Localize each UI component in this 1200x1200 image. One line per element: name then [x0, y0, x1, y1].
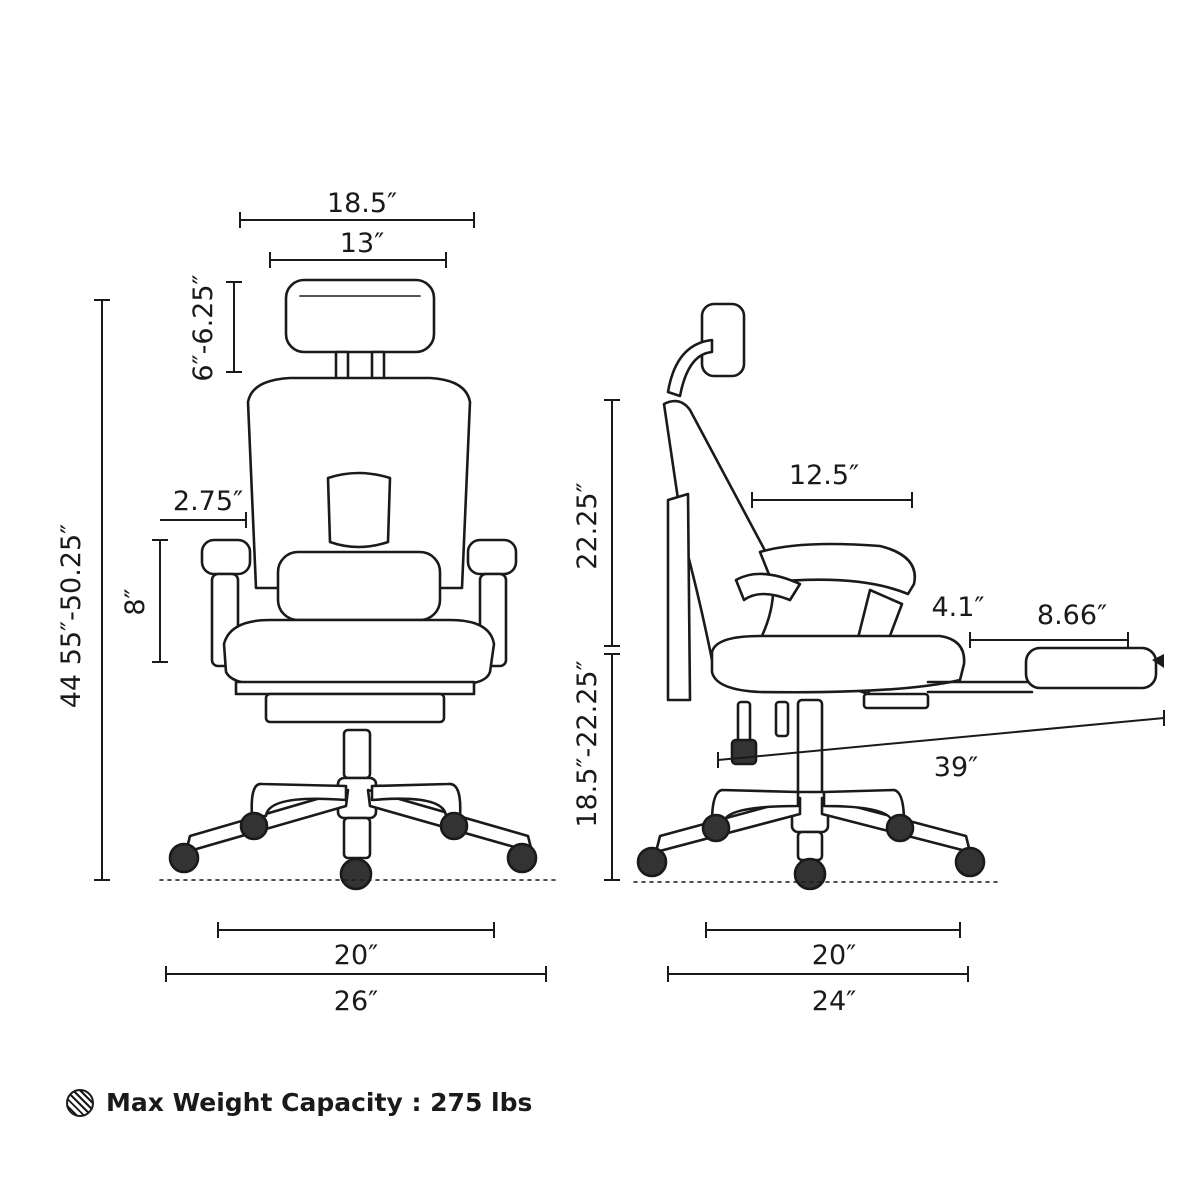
- seat-depth-label: 12.5″: [789, 460, 859, 491]
- gas-cylinder: [796, 698, 824, 798]
- footrest-tray: [264, 692, 446, 724]
- overall-depth-label: 24″: [812, 986, 856, 1017]
- headrest: [284, 278, 436, 354]
- caster-wheel: [506, 842, 538, 874]
- seat-frame: [234, 680, 476, 696]
- seat-cushion: [222, 618, 496, 686]
- armrest-height-label: 8″: [120, 588, 151, 615]
- front-view-chair: [159, 278, 561, 891]
- caster-wheel: [793, 857, 827, 891]
- front-base-width-label: 20″: [334, 940, 378, 971]
- caster-wheel: [885, 813, 915, 843]
- back-height-label: 22.25″: [572, 482, 603, 569]
- hatched-circle-icon: [66, 1088, 94, 1117]
- headrest: [700, 302, 746, 378]
- footrest-length-label: 8.66″: [1037, 600, 1107, 631]
- side-view-chair: [633, 302, 1164, 891]
- headrest-width-label: 13″: [340, 228, 384, 259]
- base-leg-back-left: [250, 782, 348, 818]
- caster-wheel: [636, 846, 668, 878]
- seat-height-label: 18.5″-22.25″: [572, 660, 603, 827]
- overall-width-label: 18.5″: [327, 188, 397, 219]
- lumbar-support: [326, 471, 392, 549]
- caster-wheel: [168, 842, 200, 874]
- caster-wheel: [701, 813, 731, 843]
- lumbar-cushion: [276, 550, 442, 622]
- overall-base-label: 26″: [334, 986, 378, 1017]
- headrest-height-label: 6″-6.25″: [188, 274, 219, 381]
- footrest-offset-label: 4.1″: [931, 592, 984, 623]
- caster-wheel: [954, 846, 986, 878]
- armrest-pad: [758, 542, 917, 596]
- weight-capacity-text: Max Weight Capacity : 275 lbs: [106, 1088, 533, 1117]
- seat-cushion: [710, 634, 966, 694]
- armrest-offset-label: 2.75″: [173, 486, 243, 517]
- caster-wheel: [239, 811, 269, 841]
- caster-wheel: [439, 811, 469, 841]
- headrest-bracket: [666, 338, 714, 398]
- armrest-pad-left: [200, 538, 252, 576]
- side-dimensions: 22.25″ 18.5″-22.25″ 12.5″ 4.1″ 8.66″ 39″…: [572, 399, 1165, 1017]
- side-base-width-label: 20″: [812, 940, 856, 971]
- reclined-length-label: 39″: [934, 752, 978, 783]
- weight-capacity-note: Max Weight Capacity : 275 lbs: [66, 1088, 532, 1117]
- footrest: [1024, 646, 1158, 690]
- caster-wheel: [339, 857, 373, 891]
- armrest-pad-right: [466, 538, 518, 576]
- back-frame: [666, 492, 692, 702]
- front-dimensions: 18.5″ 13″ 6″-6.25″ 44 55″-50.25″ 2.75″ 8…: [56, 188, 547, 1017]
- total-height-label: 44 55″-50.25″: [56, 524, 87, 709]
- gas-cylinder: [342, 728, 372, 780]
